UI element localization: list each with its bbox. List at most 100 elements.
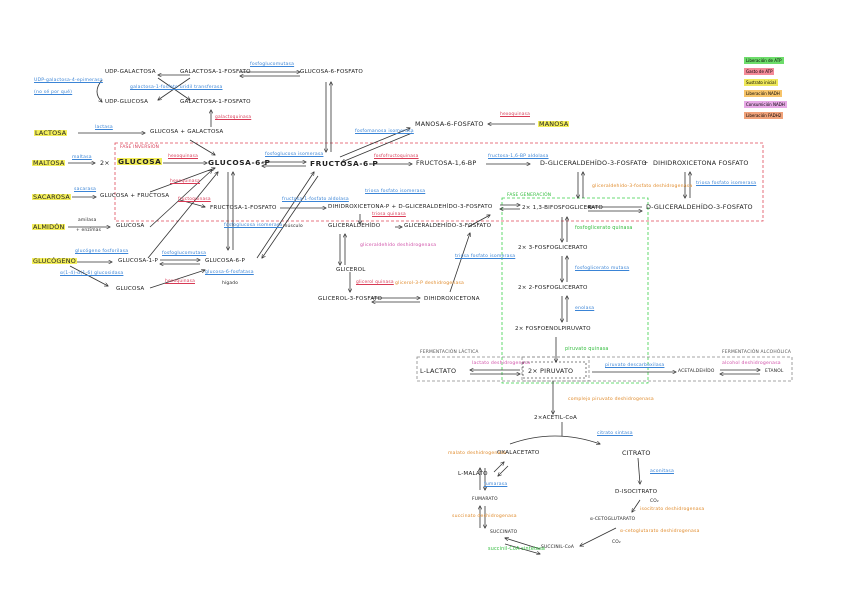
enzyme-fosfoglucosa-isomerasa-2: fosfoglucosa isomerasa [224,223,283,228]
fermentacion-alcoholica-label: FERMENTACIÓN ALCOHÓLICA [722,350,792,355]
substrate-maltosa: MALTOSA [32,159,66,167]
metabolite-dos-por: 2× [100,159,110,167]
enzyme-triosa-fosfato-isomerasa-right: triosa fosfato isomerasa [696,181,757,186]
fase-generacion-box [501,197,649,384]
enzyme-hexoquinasa-glucogeno: hexoquinasa [165,279,195,284]
metabolite-d-isocitrato: D-ISOCITRATO [615,489,658,495]
enzyme-isocitrato-dh: isocitrato deshidrogenasa [640,507,705,512]
enzyme-enolasa: enolasa [575,306,595,311]
metabolite-manosa-6-fosfato: MANOSA-6-FOSFATO [415,120,484,128]
piruvato-box [522,361,587,379]
metabolite-mas: + [643,159,649,167]
metabolite-gliceraldehido-3-fosfato: D-GLICERALDEHÍDO-3-FOSFATO [540,159,647,167]
enzyme-alcohol-dh: alcohol deshidrogenasa [722,361,781,366]
enzyme-sacarasa: sacarasa [74,187,97,192]
metabolite-bifosfoglicerato: 2× 1,3-BIFOSFOGLICERATO [522,205,604,211]
enzyme-galactosa-1-fosfato-uridil: galactosa-1-fosfato uridil transferasa [130,85,223,90]
metabolite-acetaldehido: ACETALDEHÍDO [678,369,715,374]
metabolite-glucosa-galactosa: GLUCOSA + GALACTOSA [150,129,224,135]
enzyme-galactoquinasa: galactoquinasa [215,115,252,120]
note-co2-1: CO₂ [650,499,659,504]
metabolite-succinato: SUCCINATO [490,530,518,535]
metabolite-fructosa-16-bp: FRUCTOSA-1,6-BP [416,159,477,167]
metabolite-glucosa-almidon: GLUCOSA [116,223,145,229]
enzyme-triosa-fosfato-isomerasa-low: triosa fosfato isomerasa [455,254,516,259]
enzyme-citrato-sintasa: citrato sintasa [597,431,633,436]
enzyme-fosfoglucomutasa-2: fosfoglucomutasa [162,251,207,256]
metabolite-glucosa-small: GLUCOSA [116,286,145,292]
metabolite-glucosa-main: GLUCOSA [117,157,163,166]
fermentacion-alcoholica-box [521,356,793,382]
substrate-lactosa: LACTOSA [34,129,68,137]
enzyme-piruvato-descarboxilasa: piruvato descarboxilasa [605,363,665,368]
enzyme-gliceraldehido-dh: gliceraldehído deshidrogenasa [360,243,437,248]
enzyme-malato-dh: malato deshidrogenasa [448,451,507,456]
enzyme-alfa-cetoglutarato-dh: α-cetoglutarato deshidrogenasa [620,529,700,534]
enzyme-lactato-dh: lactato deshidrogenasa [472,361,531,366]
enzyme-fosfofructoquinasa: fosfofructoquinasa [374,154,419,159]
enzyme-fosfoglucomutasa: fosfoglucomutasa [250,62,295,67]
legend-label: Gasto de ATP [744,68,775,75]
enzyme-fructosa-16-bp-aldolasa: fructosa-1,6-BP aldolasa [488,154,549,159]
enzyme-alfa-glucosidasa: α(1-4)-α(1-6) glucosidasa [60,271,124,276]
metabolite-glucosa-6-p-small: GLUCOSA-6-P [205,258,246,264]
enzyme-enzimas: + enzimas [76,228,102,233]
enzyme-glucogeno-fosforilasa: glucógeno fosforilasa [75,249,129,254]
enzyme-glicerol-quinasa: glicerol quinasa [356,280,394,285]
metabolite-oxalacetato: OXALACETATO [497,450,540,456]
legend-label: Sustrato inicial [744,79,778,86]
metabolite-citrato: CITRATO [622,449,651,457]
legend-item: Sustrato inicial [744,78,804,89]
metabolite-dihidroxiacetona-p-glic: DIHIDROXICETONA-P + D-GLICERALDEHÍDO-3-F… [328,204,493,210]
enzyme-fosfoglicerato-quinasa: fosfoglicerato quinasa [575,226,633,231]
enzyme-succinil-coa-sintetasa: succinil-CoA sintetasa [488,547,546,552]
note-musculo: músculo [283,224,303,229]
legend-item: Liberación FADH2 [744,111,804,122]
metabolite-glucosa-6-p: GLUCOSA-6-P [208,158,271,167]
metabolite-galactosa-1-fosfato-top: GALACTOSA-1-FOSFATO [180,69,251,75]
note-higado: hígado [222,281,239,286]
metabolite-succinil-coa: SUCCINIL-CoA [541,545,575,550]
legend-item: Gasto de ATP [744,67,804,78]
enzyme-gliceraldehido-3-fosfato-dh: gliceraldehído-3-fosfato deshidrogenasa [592,184,693,189]
metabolite-gliceraldehido-3-fosfato-right: D-GLICERALDEHÍDO-3-FOSFATO [646,203,753,211]
metabolite-l-lactato: L-LACTATO [420,367,457,375]
metabolite-glucosa-6-fosfato-top: GLUCOSA-6-FOSFATO [300,69,364,75]
legend-label: Liberación NADH [744,90,782,97]
substrate-glucogeno: GLUCÓGENO [32,257,77,265]
metabolite-piruvato: 2× PIRUVATO [528,367,574,375]
metabolite-glucosa-1-p: GLUCOSA-1-P [118,258,159,264]
metabolite-dihidroxiacetona: DIHIDROXICETONA [424,296,480,302]
legend-label: Liberación FADH2 [744,112,784,119]
metabolite-fumarato: FUMARATO [472,497,498,502]
enzyme-maltasa: maltasa [72,155,92,160]
fermentacion-lactica-label: FERMENTACIÓN LÁCTICA [420,350,479,355]
metabolite-udp-galactosa: UDP-GALACTOSA [105,69,156,75]
note-co2-2: CO₂ [612,540,621,545]
enzyme-fosfoglucosa-isomerasa: fosfoglucosa isomerasa [265,152,324,157]
metabolite-glicerol: GLICEROL [336,267,366,273]
metabolite-alfa-cetoglutarato: α-CETOGLUTARATO [590,517,636,522]
enzyme-fosfoglicerato-mutasa: fosfoglicerato mutasa [575,266,630,271]
metabolite-fosfoglicerato-2: 2× 2-FOSFOGLICERATO [518,285,588,291]
metabolite-udp-glucosa: UDP-GLUCOSA [105,99,149,105]
substrate-manosa: MANOSA [538,120,570,128]
fase-generacion-label: FASE GENERACIÓN [507,193,552,198]
metabolite-l-malato: L-MALATO [458,471,488,477]
enzyme-hexoquinasa-main: hexoquinasa [168,154,198,159]
fase-inversion-box [114,142,764,222]
fermentacion-lactica-box [416,356,590,382]
metabolite-glucosa-fructosa: GLUCOSA + FRUCTOSA [100,193,170,199]
enzyme-hexoquinasa-manosa: hexoquinasa [500,112,530,117]
substrate-sacarosa: SACAROSA [32,193,71,201]
enzyme-fumarasa: fumarasa [484,482,508,487]
legend-item: Liberación de ATP [744,56,804,67]
metabolite-acetil-coa: 2×ACETIL-CoA [534,415,578,421]
enzyme-note: (no sé por qué) [34,90,73,95]
enzyme-amilasa: amilasa [78,218,97,223]
enzyme-piruvato-quinasa: piruvato quinasa [565,347,609,352]
legend-label: Consumición NADH [744,101,787,108]
metabolite-dihidroxiacetona-fosfato: DIHIDROXICETONA FOSFATO [653,159,749,167]
enzyme-succinato-dh: succinato deshidrogenasa [452,514,517,519]
